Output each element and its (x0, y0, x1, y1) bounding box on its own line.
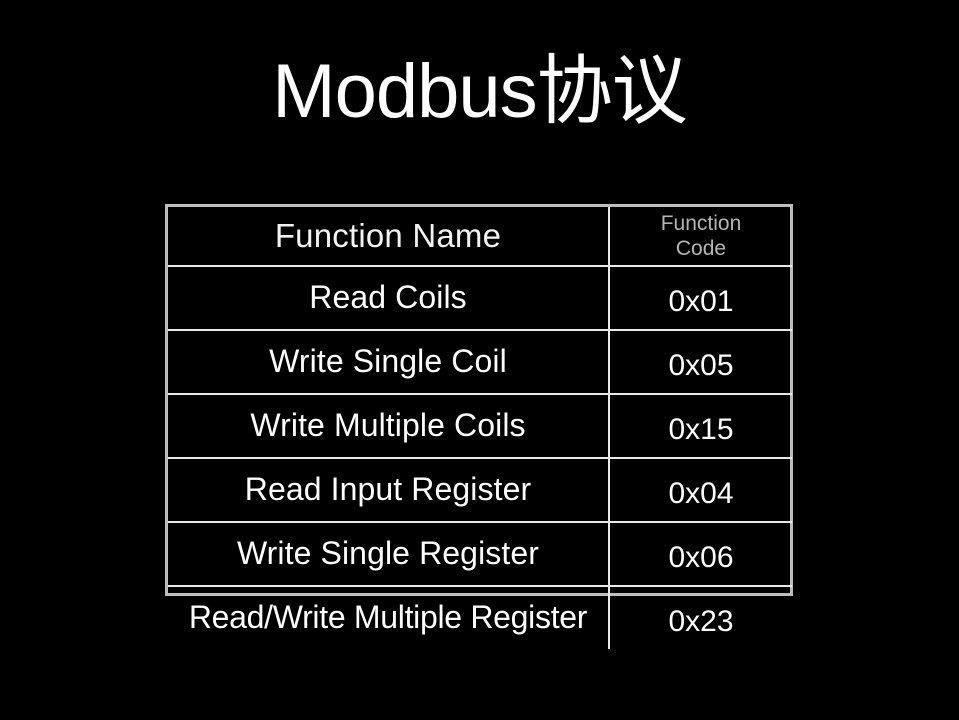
column-header-function-name: Function Name (168, 207, 610, 267)
function-code-table: Function Name Function Code Read Coils 0… (165, 204, 793, 649)
column-header-function-code: Function Code (609, 207, 792, 267)
cell-function-code: 0x06 (609, 522, 792, 587)
cell-function-code: 0x01 (609, 266, 792, 331)
table-row: Read Input Register 0x04 (168, 458, 792, 523)
cell-function-code: 0x05 (609, 330, 792, 395)
cell-function-name: Write Multiple Coils (168, 394, 610, 459)
table-row: Read/Write Multiple Register 0x23 (168, 586, 792, 649)
table: Function Name Function Code Read Coils 0… (168, 207, 792, 649)
table-header-row: Function Name Function Code (168, 207, 792, 267)
table-row: Write Multiple Coils 0x15 (168, 394, 792, 459)
cell-function-name: Read Input Register (168, 458, 610, 523)
table-row: Read Coils 0x01 (168, 266, 792, 331)
table-row: Write Single Coil 0x05 (168, 330, 792, 395)
table-body: Function Name Function Code Read Coils 0… (168, 207, 792, 649)
cell-function-name: Write Single Coil (168, 330, 610, 395)
cell-function-code: 0x15 (609, 394, 792, 459)
cell-function-code: 0x23 (668, 605, 734, 638)
column-header-function-code-line2: Code (675, 237, 727, 260)
cell-function-name: Read/Write Multiple Register (168, 586, 610, 649)
table-row: Write Single Register 0x06 (168, 522, 792, 587)
page-title: Modbus协议 (272, 49, 687, 134)
cell-function-name: Write Single Register (168, 522, 610, 587)
cell-function-code: 0x04 (609, 458, 792, 523)
column-header-function-code-line1: Function (660, 212, 742, 235)
cell-function-name: Read Coils (168, 266, 610, 331)
